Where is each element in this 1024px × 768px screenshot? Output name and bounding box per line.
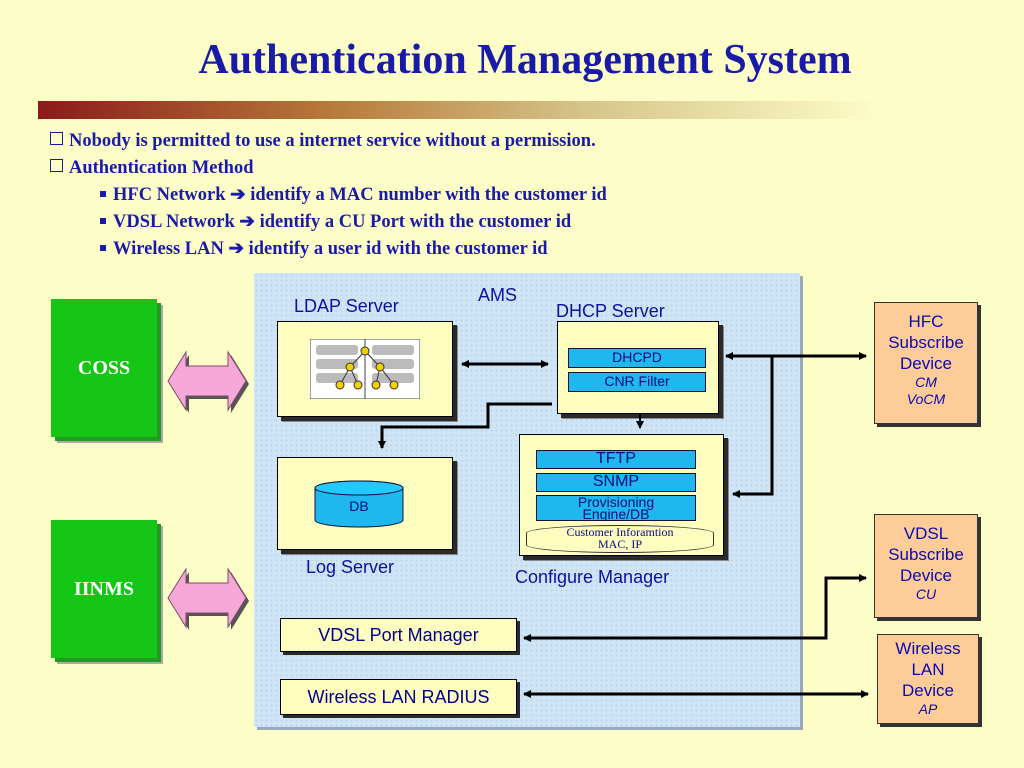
coss-double-arrow — [167, 350, 247, 412]
bullet-item: Nobody is permitted to use a internet se… — [50, 128, 810, 155]
square-bullet-icon — [100, 218, 106, 224]
log-server-label: Log Server — [306, 557, 395, 577]
right-arrow-icon: ➔ — [230, 185, 246, 205]
sub-bullet-item: HFC Network ➔ identify a MAC number with… — [50, 182, 810, 209]
dhcp-log-connector — [378, 402, 552, 449]
vdsl-port-connector — [523, 574, 867, 642]
coss-box[interactable]: COSS — [51, 299, 157, 437]
dhcpd-module: DHCPD — [568, 348, 706, 368]
iinms-box[interactable]: IINMS — [51, 520, 157, 658]
right-arrow-icon: ➔ — [228, 239, 244, 259]
iinms-double-arrow — [167, 567, 247, 629]
hfc-config-connector — [732, 356, 774, 498]
wireless-lan-radius-box[interactable]: Wireless LAN RADIUS — [280, 679, 517, 715]
ams-label: AMS — [478, 285, 518, 305]
ldap-server-label: LDAP Server — [294, 296, 399, 316]
database-icon — [314, 480, 404, 528]
square-bullet-icon — [100, 191, 106, 197]
slide-title: Authentication Management System — [198, 37, 852, 83]
title-underline — [38, 101, 878, 119]
log-server-box[interactable]: DB — [277, 457, 453, 550]
dhcp-server-box[interactable]: DHCPD CNR Filter — [557, 321, 719, 414]
provisioning-engine-module: Provisioning Engine/DB — [536, 495, 696, 521]
hfc-device-box[interactable]: HFC Subscribe Device CM VoCM — [874, 302, 978, 424]
directory-tree-icon — [310, 339, 420, 399]
wireless-lan-device-box[interactable]: Wireless LAN Device AP — [877, 634, 979, 724]
checkbox-bullet-icon — [50, 132, 63, 145]
right-arrow-icon: ➔ — [239, 212, 255, 232]
dhcp-server-label: DHCP Server — [556, 301, 665, 321]
bullet-item: Authentication Method — [50, 155, 810, 182]
customer-information-db: Customer Inforamtion MAC, IP — [526, 525, 714, 553]
tftp-module: TFTP — [536, 450, 696, 469]
vdsl-port-manager-box[interactable]: VDSL Port Manager — [280, 618, 517, 652]
sub-bullet-item: Wireless LAN ➔ identify a user id with t… — [50, 236, 810, 263]
square-bullet-icon — [100, 245, 106, 251]
db-label: DB — [349, 498, 369, 514]
vdsl-device-box[interactable]: VDSL Subscribe Device CU — [874, 514, 978, 618]
cnr-filter-module: CNR Filter — [568, 372, 706, 392]
bullet-list: Nobody is permitted to use a internet se… — [50, 128, 810, 263]
configure-manager-box[interactable]: TFTP SNMP Provisioning Engine/DB Custome… — [519, 434, 724, 556]
ldap-server-box[interactable] — [277, 321, 453, 417]
snmp-module: SNMP — [536, 473, 696, 492]
sub-bullet-item: VDSL Network ➔ identify a CU Port with t… — [50, 209, 810, 236]
checkbox-bullet-icon — [50, 159, 63, 172]
